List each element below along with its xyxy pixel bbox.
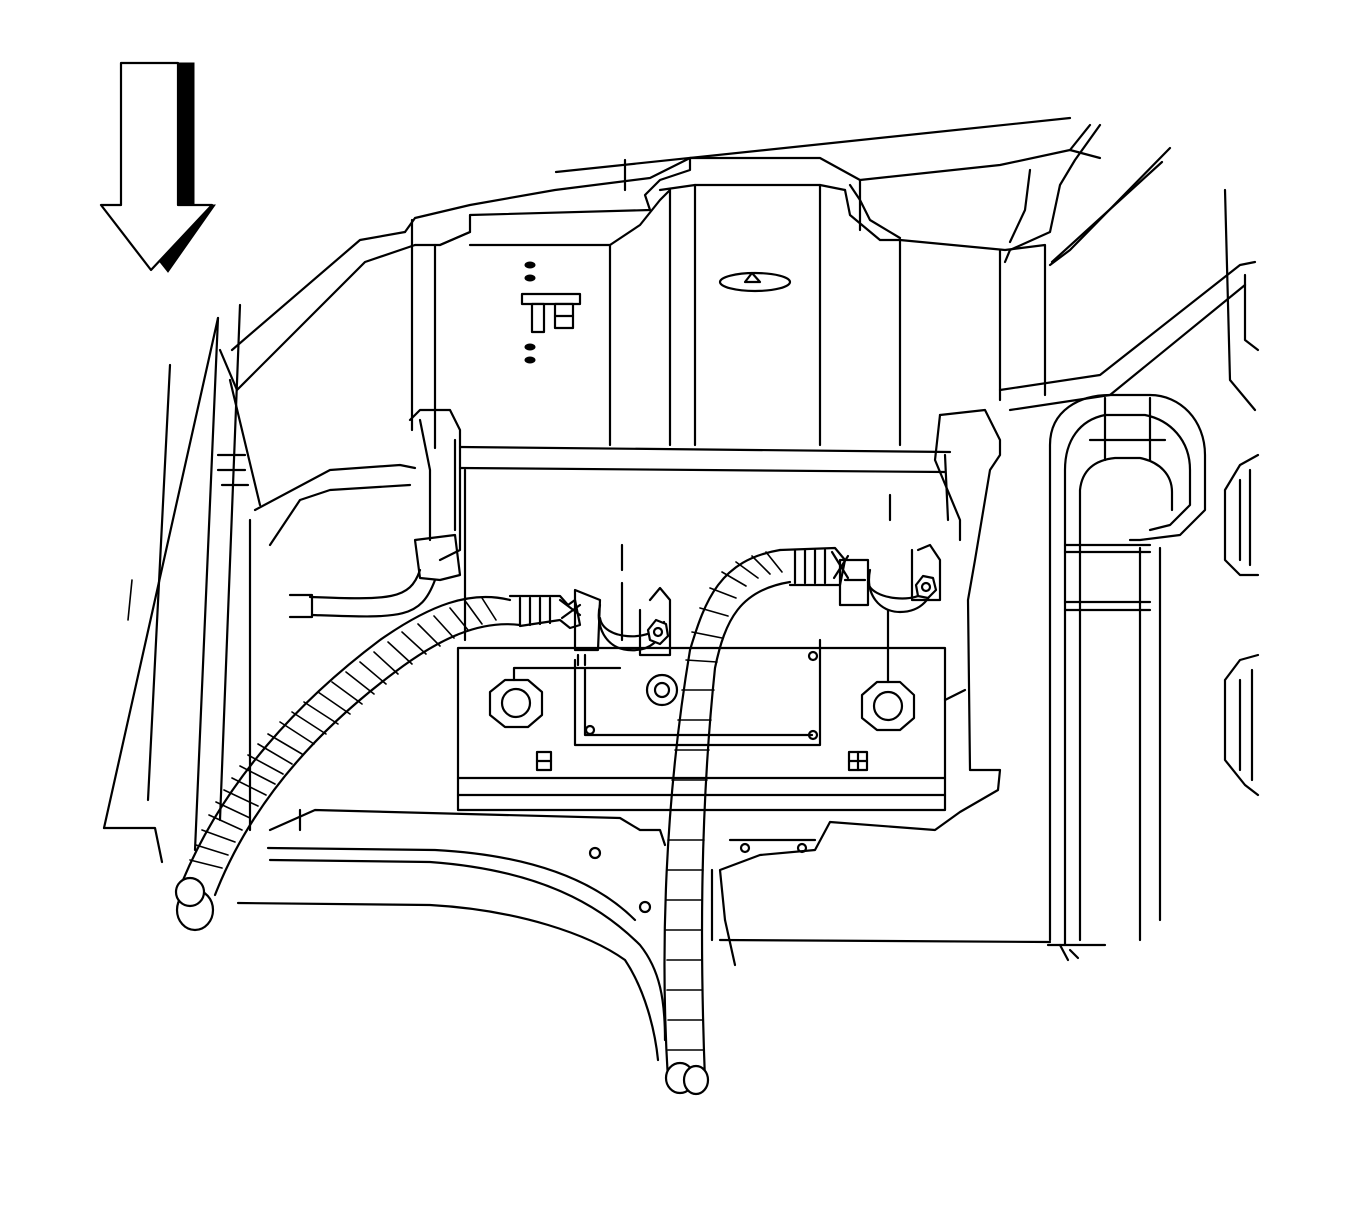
positive-battery-cable	[663, 546, 850, 1096]
negative-battery-cable	[174, 594, 582, 932]
firewall-center-box	[410, 156, 1047, 450]
positive-cable-clamp	[838, 493, 942, 614]
battery	[456, 608, 947, 812]
down-arrow-icon	[99, 61, 216, 273]
left-fender-panel	[102, 303, 262, 864]
front-frame-rail	[236, 808, 1052, 1062]
negative-cable-clamp	[573, 543, 672, 667]
cowl-outline	[218, 116, 1172, 392]
wiring-harness	[248, 408, 462, 832]
right-side-structure	[1046, 188, 1260, 962]
